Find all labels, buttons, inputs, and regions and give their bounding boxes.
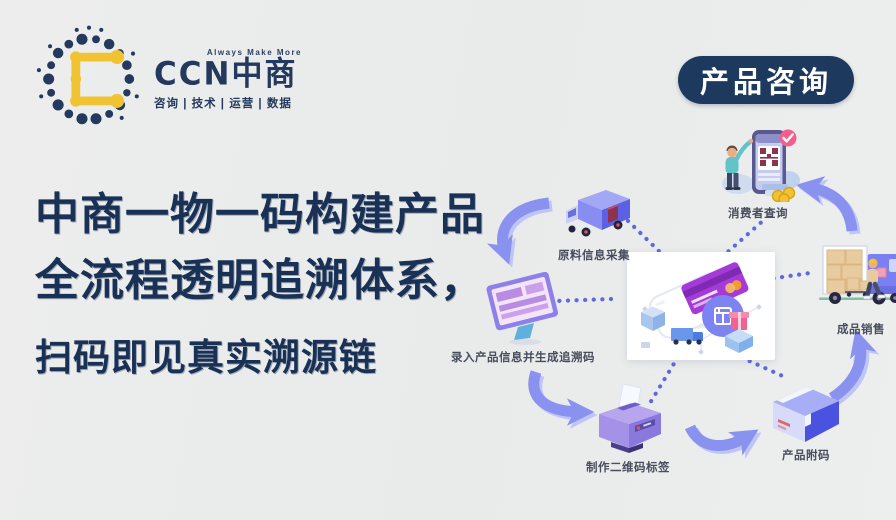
mini-cube-icon — [641, 306, 665, 331]
node-finished-product-sales: 成品销售 — [806, 234, 896, 337]
delivery-van-icon — [566, 190, 630, 237]
node-label: 录入产品信息并生成追溯码 — [451, 352, 595, 364]
node-raw-material-collection: 原料信息采集 — [536, 186, 652, 263]
main-headline: 中商一物一码构建产品 全流程透明追溯体系， 扫码即见真实溯源链 — [35, 182, 485, 380]
node-label: 消费者查询 — [728, 208, 788, 220]
consumer-figure-icon — [725, 138, 754, 190]
node-consumer-query: 消费者查询 — [700, 126, 816, 221]
phone-qr-scan-icon — [722, 129, 800, 202]
logo-services: 咨询 | 技术 | 运营 | 数据 — [154, 97, 292, 110]
node-product-code-attach: 产品附码 — [748, 378, 864, 463]
printer-icon — [599, 383, 661, 453]
logo-tagline: Always Make More — [206, 47, 302, 57]
mini-truck-icon — [671, 328, 703, 345]
logo-mark-icon — [36, 25, 139, 125]
trace-platform-card — [627, 252, 775, 360]
trace-platform-illustration-icon — [641, 262, 762, 355]
coins-icon — [771, 186, 796, 202]
node-label: 成品销售 — [837, 324, 885, 336]
flow-arrow-shadow — [687, 427, 762, 459]
arrow-print-to-attach-icon — [684, 424, 759, 456]
logo-brand: CCN中商 — [154, 54, 298, 93]
flow-arrow-shadow — [798, 179, 861, 235]
node-label: 产品附码 — [782, 450, 830, 462]
node-product-data-entry: 录入产品信息并生成追溯码 — [438, 272, 608, 365]
worker-figure-icon — [863, 258, 887, 300]
loading-truck-icon — [819, 245, 896, 305]
node-qr-label-printing: 制作二维码标签 — [560, 382, 696, 475]
node-label: 原料信息采集 — [558, 250, 630, 262]
headline-line1: 中商一物一码构建产品 — [35, 189, 485, 240]
headline-line3: 扫码即见真实溯源链 — [35, 335, 377, 379]
logo-c-icon — [70, 50, 125, 108]
monitor-icon — [486, 272, 559, 345]
mini-gift-icon — [725, 312, 753, 353]
headline-line2: 全流程透明追溯体系， — [35, 255, 485, 306]
product-consult-badge[interactable]: 产品咨询 — [678, 56, 854, 104]
carton-box-icon — [773, 387, 839, 442]
node-label: 制作二维码标签 — [586, 462, 670, 474]
company-logo: Always Make More CCN中商 咨询 | 技术 | 运营 | 数据 — [30, 22, 302, 136]
